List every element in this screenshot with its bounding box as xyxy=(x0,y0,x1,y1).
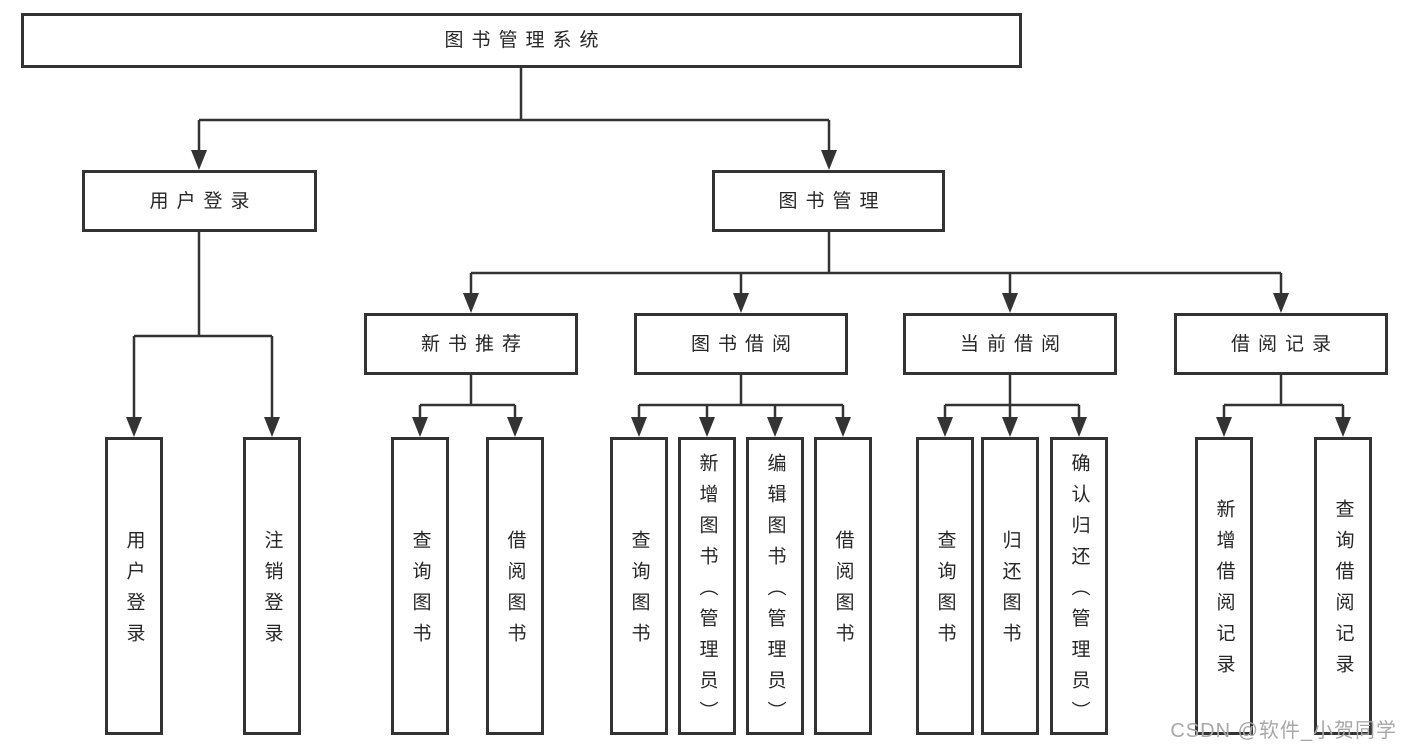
node-new-book-recommend-label: 新书推荐 xyxy=(420,333,529,355)
node-book-borrow: 图书借阅 xyxy=(634,313,848,375)
leaf-add-borrow-record-label: 新增借阅记录 xyxy=(1213,499,1235,685)
node-borrow-records: 借阅记录 xyxy=(1174,313,1388,375)
csdn-watermark: CSDN @软件_小贺同学 xyxy=(1170,720,1397,742)
leaf-user-login-label: 用户登录 xyxy=(123,530,145,654)
leaf-current-query-books: 查询图书 xyxy=(916,437,974,735)
node-book-management: 图书管理 xyxy=(712,170,945,232)
leaf-confirm-return-admin: 确认归还（管理员） xyxy=(1050,437,1108,735)
node-user-login: 用户登录 xyxy=(82,170,317,232)
leaf-confirm-return-admin-label: 确认归还（管理员） xyxy=(1068,452,1090,732)
leaf-recommend-borrow-books: 借阅图书 xyxy=(486,437,544,735)
leaf-query-borrow-record: 查询借阅记录 xyxy=(1314,437,1372,735)
node-user-login-label: 用户登录 xyxy=(149,190,258,212)
leaf-recommend-borrow-books-label: 借阅图书 xyxy=(504,530,526,654)
leaf-logout: 注销登录 xyxy=(243,437,301,735)
leaf-add-borrow-record: 新增借阅记录 xyxy=(1195,437,1253,735)
node-borrow-records-label: 借阅记录 xyxy=(1230,333,1339,355)
node-book-borrow-label: 图书借阅 xyxy=(690,333,799,355)
leaf-edit-books-admin: 编辑图书（管理员） xyxy=(746,437,804,735)
leaf-return-books: 归还图书 xyxy=(981,437,1039,735)
leaf-recommend-query-books: 查询图书 xyxy=(391,437,449,735)
node-root-system: 图书管理系统 xyxy=(21,13,1022,68)
node-book-management-label: 图书管理 xyxy=(778,190,887,212)
node-current-borrow: 当前借阅 xyxy=(903,313,1117,375)
leaf-return-books-label: 归还图书 xyxy=(999,530,1021,654)
leaf-user-login: 用户登录 xyxy=(105,437,163,735)
leaf-borrow-books: 借阅图书 xyxy=(814,437,872,735)
leaf-current-query-books-label: 查询图书 xyxy=(934,530,956,654)
leaf-borrow-books-label: 借阅图书 xyxy=(832,530,854,654)
leaf-borrow-query-books: 查询图书 xyxy=(610,437,668,735)
node-new-book-recommend: 新书推荐 xyxy=(364,313,578,375)
leaf-add-books-admin-label: 新增图书（管理员） xyxy=(696,452,718,732)
leaf-borrow-query-books-label: 查询图书 xyxy=(628,530,650,654)
leaf-logout-label: 注销登录 xyxy=(261,530,283,654)
leaf-query-borrow-record-label: 查询借阅记录 xyxy=(1332,499,1354,685)
leaf-recommend-query-books-label: 查询图书 xyxy=(409,530,431,654)
leaf-add-books-admin: 新增图书（管理员） xyxy=(678,437,736,735)
node-root-system-label: 图书管理系统 xyxy=(444,30,607,51)
node-current-borrow-label: 当前借阅 xyxy=(959,333,1068,355)
leaf-edit-books-admin-label: 编辑图书（管理员） xyxy=(764,452,786,732)
